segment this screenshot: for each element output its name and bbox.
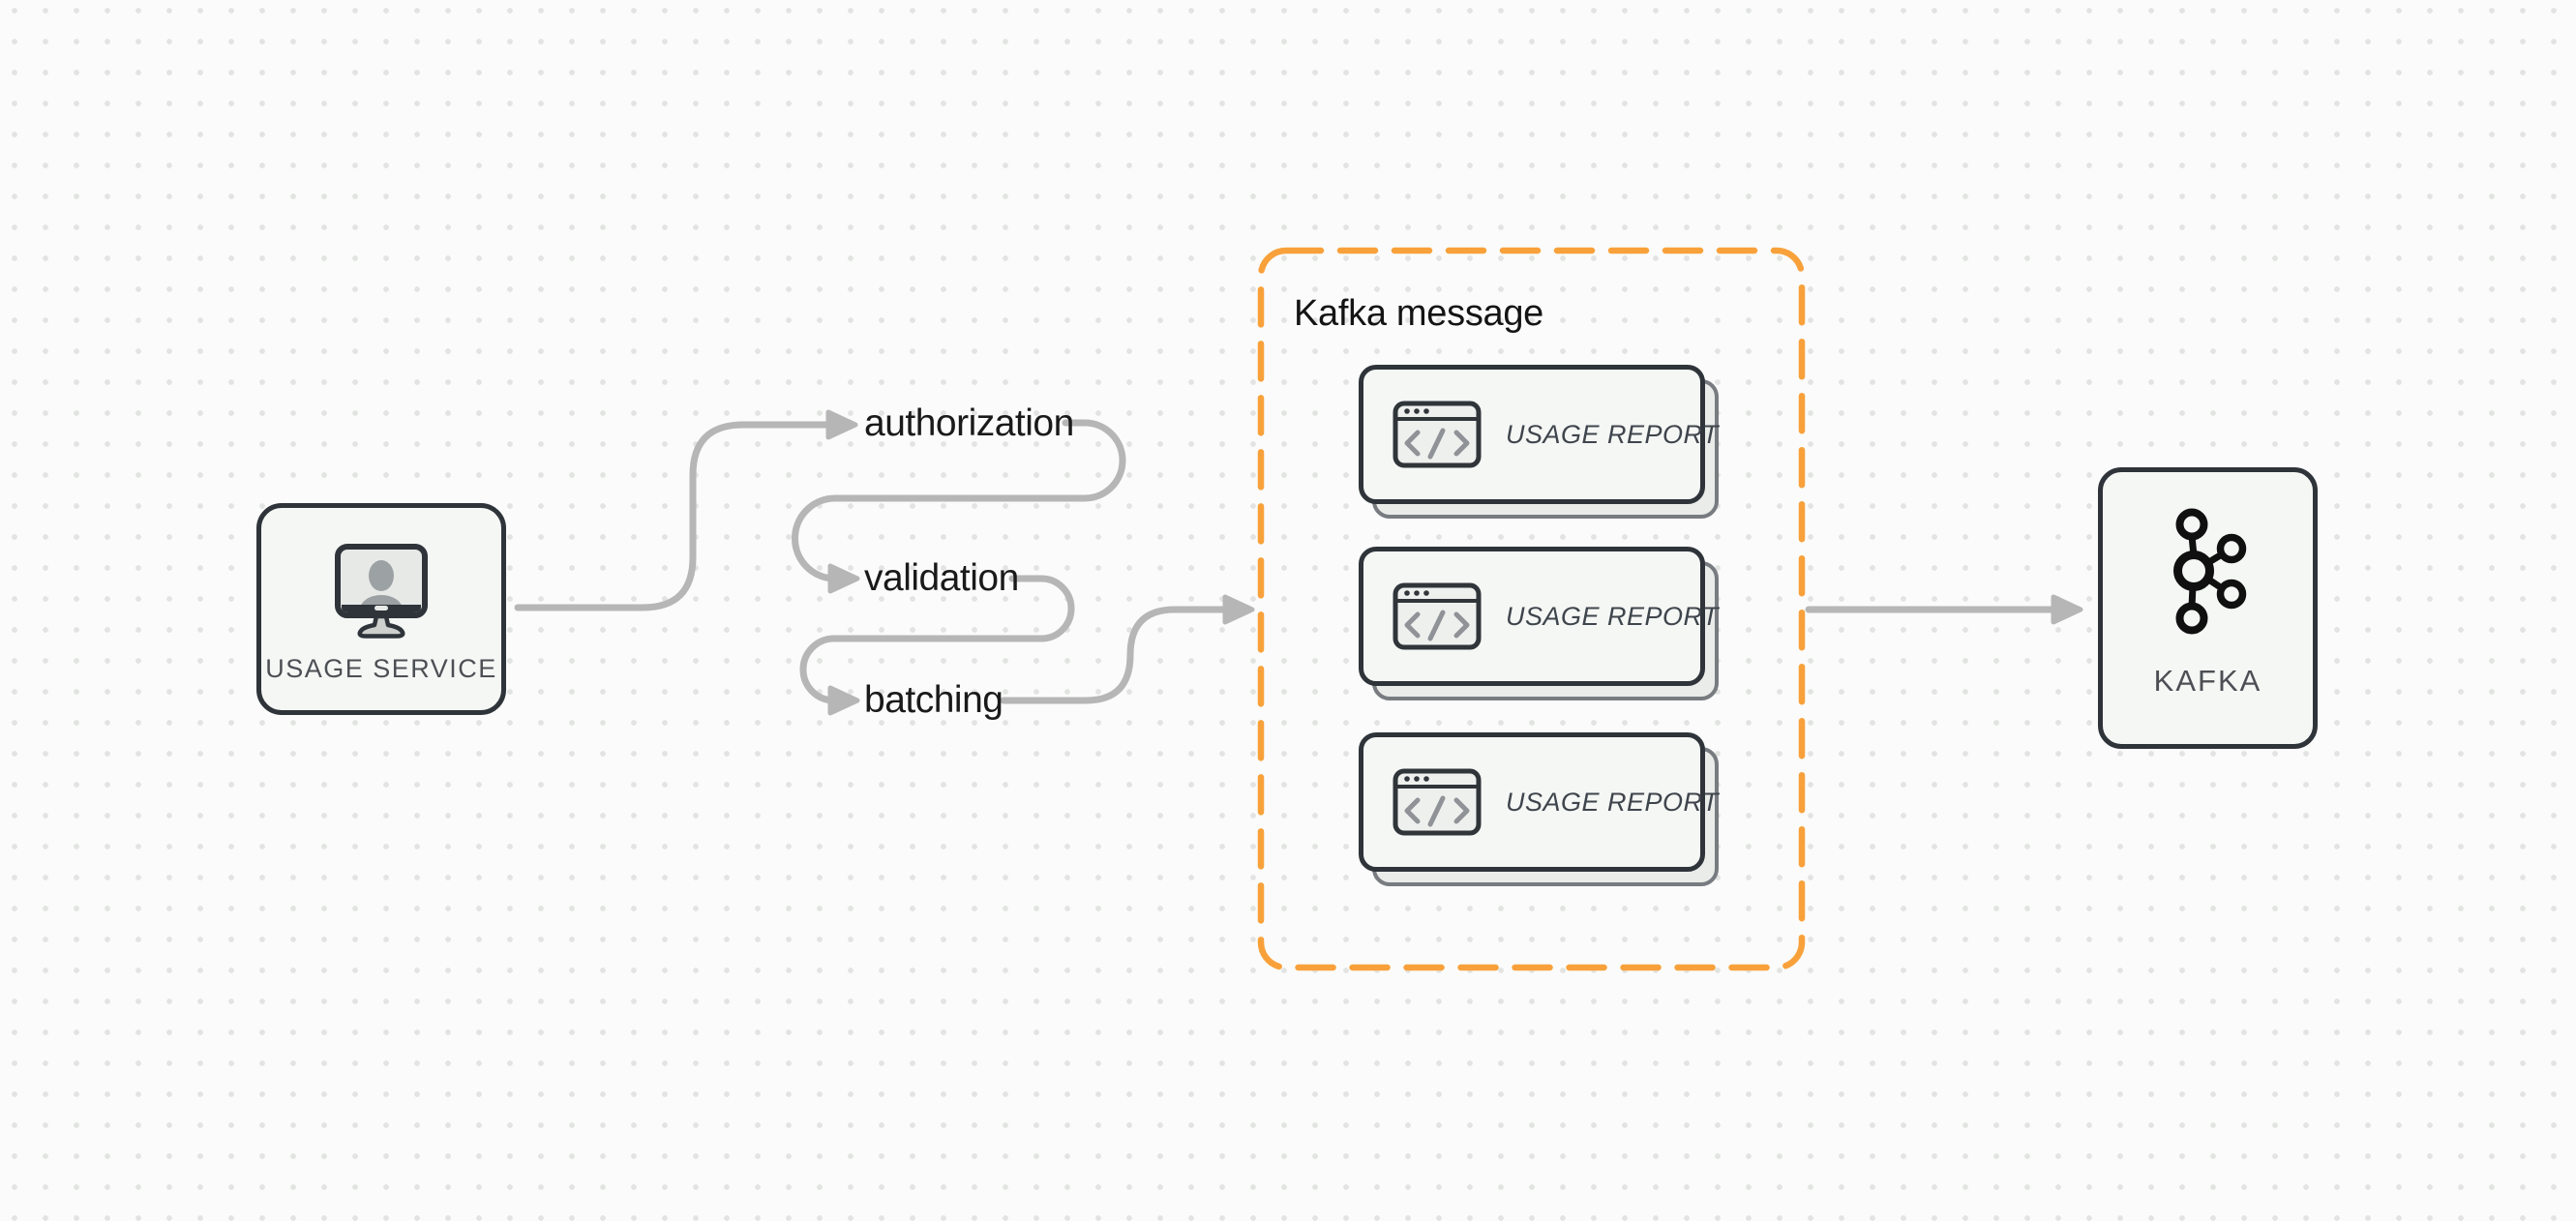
arrowhead: [1222, 594, 1255, 625]
arrowhead: [827, 685, 860, 716]
usage-report-label: USAGE REPORT: [1506, 601, 1720, 631]
kafka-logo-icon: [2172, 508, 2246, 635]
step-label-authorization: authorization: [864, 402, 1074, 444]
usage-report-card: USAGE REPORT: [1359, 732, 1719, 886]
arrowhead: [2051, 594, 2083, 625]
kafka-message-group-title: Kafka message: [1294, 293, 1544, 334]
code-window-icon: [1393, 401, 1482, 468]
usage-report-card: USAGE REPORT: [1359, 365, 1719, 519]
step-label-batching: batching: [864, 679, 1003, 721]
usage-service-node: USAGE SERVICE: [256, 503, 506, 715]
arrow-batching-to-message: [1000, 606, 1229, 704]
usage-service-label: USAGE SERVICE: [265, 654, 497, 683]
arrow-authorization-to-validation: [792, 419, 1126, 582]
kafka-label: KAFKA: [2153, 664, 2262, 698]
kafka-message-group-frame: [1257, 247, 1806, 971]
card-front: USAGE REPORT: [1359, 365, 1719, 504]
step-label-validation: validation: [864, 557, 1019, 599]
card-front: USAGE REPORT: [1359, 732, 1719, 872]
usage-report-label: USAGE REPORT: [1506, 787, 1720, 817]
arrowhead: [825, 409, 858, 440]
code-window-icon: [1393, 768, 1482, 836]
kafka-node: KAFKA: [2098, 467, 2318, 749]
monitor-user-icon: [335, 544, 428, 639]
usage-report-label: USAGE REPORT: [1506, 419, 1720, 449]
code-window-icon: [1393, 582, 1482, 650]
arrow-validation-to-batching: [799, 575, 1075, 704]
card-front: USAGE REPORT: [1359, 547, 1719, 686]
arrow-usage-to-authorization: [514, 421, 832, 611]
usage-report-card: USAGE REPORT: [1359, 547, 1719, 700]
arrowhead: [827, 563, 860, 594]
